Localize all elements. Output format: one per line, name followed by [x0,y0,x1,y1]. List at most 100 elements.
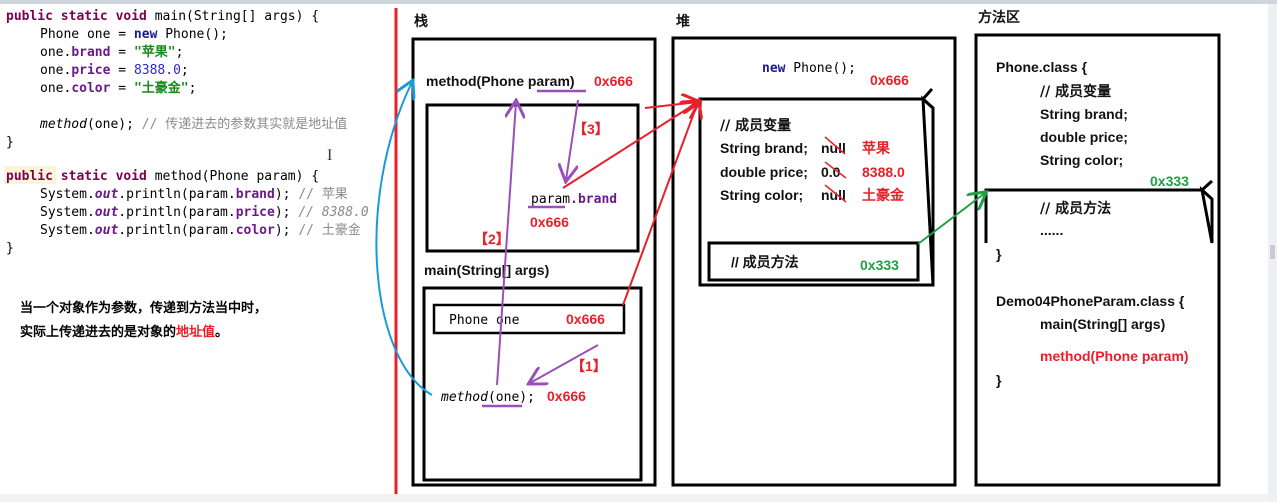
code-close1: } [6,135,14,150]
code-main_sig-1: main(String[] args) { [155,9,319,24]
svg-text:Phone one = new Phone();: Phone one = new Phone(); [40,27,228,42]
svg-text:method(one);: method(one); [440,390,535,405]
note-line2_prefix: 实际上传递进去的是对象的 [20,324,176,340]
stack-param_brand-1: .brand [570,192,617,207]
top-strip [0,0,1277,4]
code-line4-3: "土豪金" [134,80,189,96]
heap-fields-1-decl: double price; [720,164,808,180]
note: 当一个对象作为参数，传递到方法当中时， 实际上传递进去的是对象的地址值。 [20,300,267,340]
code-print1-5: // 苹果 [298,187,347,202]
svg-text:one.color = "土豪金";: one.color = "土豪金"; [40,80,196,96]
code-print3-1: out [95,223,119,238]
svg-text:param.brand: param.brand [531,192,617,207]
method-area-box [974,33,1221,487]
code-main_sig-0: public static void [6,9,155,24]
method_area-fields-0: String brand; [1040,106,1128,122]
svg-text:one.price = 8388.0;: one.price = 8388.0; [40,63,189,78]
method_area-close1: } [996,246,1002,262]
code-close2: } [6,241,14,256]
code-line4-0: one. [40,81,71,96]
method_area-fields-2: String color; [1040,152,1123,168]
svg-text:System.out.println(param.color: System.out.println(param.color); // 土豪金 [40,222,361,238]
note-line2_highlight: 地址值 [176,324,215,340]
code-print2-3: price [236,205,275,220]
method_area-member_methods: // 成员方法 [1040,200,1111,217]
code-line1-2: Phone(); [157,27,227,42]
method_area-main: main(String[] args) [1040,316,1165,332]
arrow-step1 [530,344,599,383]
heap-member_vars: // 成员变量 [720,117,791,134]
code-print2-2: .println(param. [118,205,235,220]
main-frame-label: main(String[] args) [424,262,549,278]
heap-member_methods: // 成员方法 [731,254,799,270]
stack-step2: 【2】 [474,231,510,247]
heap-box [671,36,957,487]
method_area-method: method(Phone param) [1040,348,1189,364]
heap-fields-0-old: null [821,140,846,156]
code-print3-0: System. [40,223,95,238]
arrow-param-to-heap [562,102,698,189]
method_area-close2: } [996,372,1002,388]
svg-text:one.brand = "苹果";: one.brand = "苹果"; [40,44,183,60]
svg-text:method(one); // 传递进去的参数其实就是地址值: method(one); // 传递进去的参数其实就是地址值 [39,116,347,132]
stack-method_addr: 0x666 [594,73,633,89]
method_area-methods_addr: 0x333 [1150,173,1189,189]
method-table-box [984,179,1214,244]
code-line5-1: (one); [87,117,142,132]
code-line3-2: = [110,63,133,78]
code-line3-4: ; [181,63,189,78]
code-print3-4: ); [275,223,298,238]
svg-text:System.out.println(param.price: System.out.println(param.price); // 8388… [40,205,369,220]
strikethrough-marks [824,136,847,203]
svg-text:public static void main(String: public static void main(String[] args) { [6,9,319,24]
heap-fields-1-new: 8388.0 [862,164,905,180]
code-line2-1: brand [71,45,110,60]
code-print1-4: ); [275,187,298,202]
code-line3-0: one. [40,63,71,78]
note-line2_suffix: 。 [215,325,228,340]
scrollbar-thumb[interactable] [1270,245,1275,259]
stack-title: 栈 [414,13,428,29]
code-line5-0: method [39,117,87,132]
stack-phone_one: Phone one [449,313,520,328]
code-print2-0: System. [40,205,95,220]
code-print2-1: out [95,205,119,220]
code-line4-1: color [71,81,110,96]
method_area-member_vars: // 成员变量 [1040,83,1111,100]
arrows [375,82,985,396]
stack-box [411,37,657,487]
code-line4-2: = [110,81,133,96]
heap-methods_addr: 0x333 [860,257,899,273]
bottom-strip [0,494,1268,502]
stack-method_call_addr: 0x666 [547,388,586,404]
svg-text:System.out.println(param.brand: System.out.println(param.brand); // 苹果 [40,187,348,202]
method-area-title: 方法区 [978,9,1020,25]
code-method_sig-0: public static void [6,169,155,184]
heap-fields-1-old: 0.0 [821,164,841,180]
svg-text:public static void method(Phon: public static void method(Phone param) { [6,169,319,184]
heap-object_addr: 0x666 [870,72,909,88]
stack-param_addr: 0x666 [530,214,569,230]
heap-fields-0-decl: String brand; [720,140,808,156]
code-print2-4: ); [275,205,298,220]
method-frame-box [425,103,640,253]
code-block: public static void main(String[] args) {… [4,9,369,256]
code-line3-3: 8388.0 [134,63,181,78]
blue-call-arrow [375,82,433,396]
arrow-step2 [496,102,516,386]
code-print3-2: .println(param. [118,223,235,238]
arrow-step3 [566,99,579,180]
stack-method_call-1: (one); [488,390,535,405]
heap-fields-2-new: 土豪金 [862,187,905,204]
code-line2-4: ; [176,45,184,60]
method-frame-label: method(Phone param) [426,73,575,89]
method_area-phone_class: Phone.class { [996,59,1088,75]
code-line5-2: // 传递进去的参数其实就是地址值 [142,116,347,132]
note-line1: 当一个对象作为参数，传递到方法当中时， [20,300,267,316]
svg-text:实际上传递进去的是对象的地址值。: 实际上传递进去的是对象的地址值。 [20,324,228,340]
code-print1-0: System. [40,187,95,202]
heap-new_phone-0: new [762,61,786,76]
code-line2-2: = [110,45,133,60]
stack-step1: 【1】 [571,358,607,374]
